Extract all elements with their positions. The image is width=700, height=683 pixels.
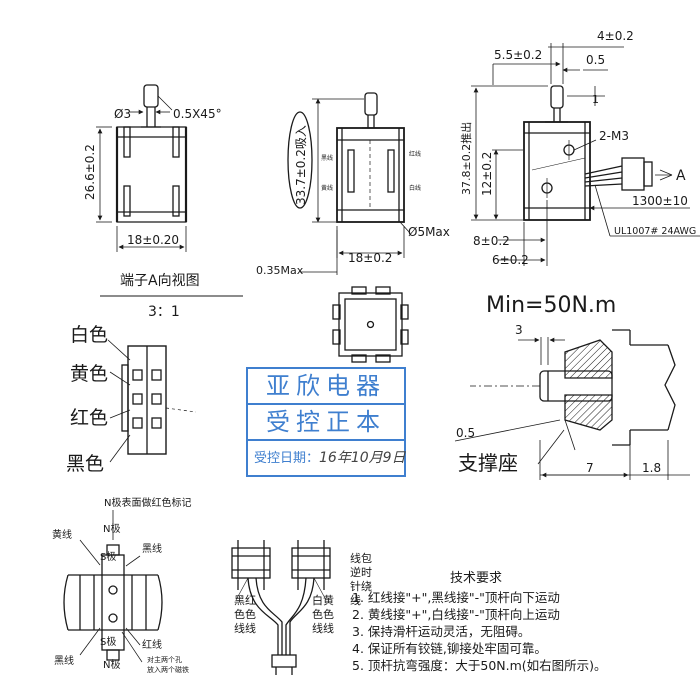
controlled-copy-stamp: 亚欣电器 受控正本 受控日期：16年10月9日 <box>246 367 406 477</box>
wire-white-label: 白线 <box>409 184 421 192</box>
connector-view <box>107 339 197 463</box>
dim-12: 12±0.2 <box>480 152 494 196</box>
magnet-wiring-view <box>63 510 163 663</box>
dim-4: 4±0.2 <box>597 29 634 43</box>
magnet-note-1: 对主两个孔 <box>147 655 182 664</box>
dim-dia-max: Ø5Max <box>408 225 450 239</box>
dim-1: 1 <box>592 93 599 106</box>
s-pole-top: S极 <box>100 550 116 563</box>
red-wire-label: 红线 <box>142 638 162 651</box>
view-title: 端子A向视图 <box>120 273 200 289</box>
force-test-view <box>454 329 690 480</box>
color-yellow-label: 黄色 <box>70 363 108 385</box>
support-label: 支撑座 <box>458 451 518 475</box>
top-square-view <box>332 286 409 363</box>
dim-offset-max: 0.35Max <box>256 264 304 277</box>
n-pole-bottom: N极 <box>103 658 120 671</box>
color-white-label: 白色 <box>70 324 108 346</box>
color-red-label: 红色 <box>70 407 108 429</box>
side-view <box>287 92 411 275</box>
black-wire-label: 黑线 <box>142 542 162 555</box>
dim-width-side: 18±0.2 <box>348 251 392 265</box>
force-dim-0-5: 0.5 <box>456 426 475 440</box>
red-black-wire-label: 黑红色色线线 <box>234 594 256 635</box>
dim-height-front: 26.6±0.2 <box>83 144 97 200</box>
black-wire-bottom-label: 黑线 <box>54 654 74 667</box>
dim-wire-spec: UL1007# 24AWG <box>614 226 696 237</box>
dim-stroke-in: 33.7±0.2吸入 <box>294 125 308 205</box>
coil-direction-label: 线包逆时针绕线 <box>350 551 372 607</box>
color-black-label: 黑色 <box>66 453 104 475</box>
coil-labels: 黑红色色线线 白黄色色线线 线包逆时针绕线 <box>234 551 372 635</box>
requirements-title: 技术要求 <box>449 571 502 586</box>
wire-yellow-label: 黄线 <box>321 184 333 192</box>
stamp-date-label: 受控日期： <box>254 451 320 466</box>
yellow-wire-label: 黄线 <box>52 528 72 541</box>
n-pole-top: N极 <box>103 522 120 535</box>
front-view <box>96 84 243 297</box>
magnet-note-2: 放入两个磁铁 <box>147 665 189 674</box>
dim-5-5: 5.5±0.2 <box>494 48 542 62</box>
dim-chamfer: 0.5X45° <box>173 107 222 121</box>
dim-width-front: 18±0.20 <box>127 233 179 247</box>
dim-m3: 2-M3 <box>599 129 629 143</box>
requirement-item: 3. 保持滑杆运动灵活，无阻碍。 <box>352 624 531 639</box>
requirement-item: 5. 顶杆抗弯强度：大于50N.m(如右图所示)。 <box>352 658 607 673</box>
coil-wiring-view <box>231 540 331 675</box>
dim-lead-length: 1300±10 <box>632 194 688 208</box>
dim-8: 8±0.2 <box>473 234 510 248</box>
stamp-company: 亚欣电器 <box>248 369 404 405</box>
stamp-controlled: 受控正本 <box>248 405 404 441</box>
s-pole-bottom: S极 <box>100 635 116 648</box>
view-a-arrow-label: A <box>676 168 686 184</box>
stamp-date-row: 受控日期：16年10月9日 <box>248 441 410 475</box>
requirement-item: 4. 保证所有铰链,铆接处牢固可靠。 <box>352 641 547 656</box>
white-yellow-wire-label: 白黄色色线线 <box>312 593 334 635</box>
dim-6: 6±0.2 <box>492 253 529 267</box>
force-dim-1-8: 1.8 <box>642 461 661 475</box>
requirement-item: 2. 黄线接"+",白线接"-"顶杆向上运动 <box>352 607 560 622</box>
stamp-date-value: 16年10月9日 <box>319 450 406 466</box>
force-dim-3: 3 <box>515 323 523 337</box>
right-view <box>471 43 700 266</box>
wire-red-label: 红线 <box>409 150 421 158</box>
view-scale: 3：1 <box>148 304 180 320</box>
dim-dia3: Ø3 <box>114 107 131 121</box>
dim-push-out: 37.8±0.2推出 <box>459 122 473 195</box>
technical-requirements: 技术要求 1. 红线接"+",黑线接"-"顶杆向下运动 2. 黄线接"+",白线… <box>352 570 700 674</box>
requirement-item: 1. 红线接"+",黑线接"-"顶杆向下运动 <box>352 590 560 605</box>
n-pole-mark-note: N极表面做红色标记 <box>104 496 191 509</box>
force-title: Min=50N.m <box>486 293 616 318</box>
dim-0-5: 0.5 <box>586 53 605 67</box>
force-dim-7: 7 <box>586 461 594 475</box>
wire-black-label: 黑线 <box>321 154 333 162</box>
